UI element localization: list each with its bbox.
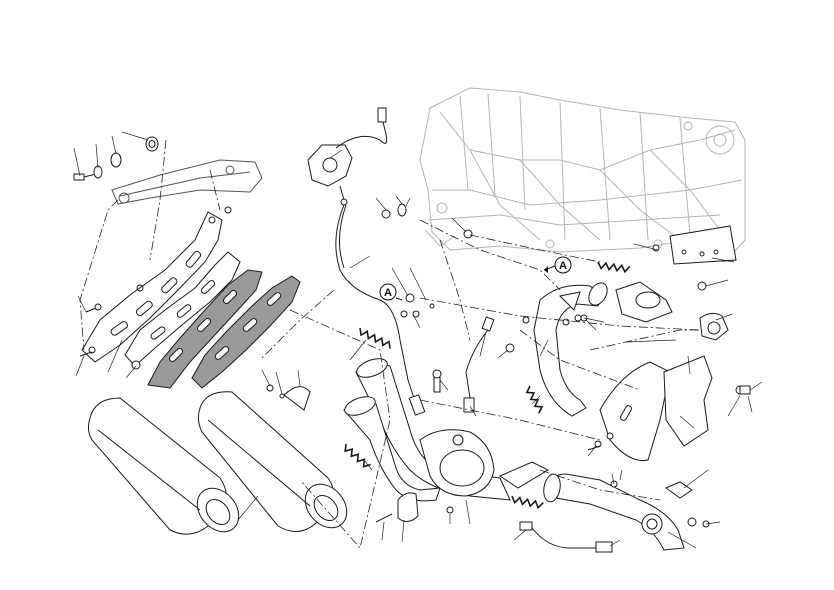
lower-heat-shield-right <box>663 355 751 447</box>
reference-marker-a-right: A <box>543 256 572 274</box>
exhaust-spring-4 <box>525 385 544 414</box>
exhaust-spring-3 <box>597 261 631 274</box>
exhaust-valve-actuator <box>307 107 388 206</box>
rear-header-pipe <box>533 282 608 417</box>
pulley-hardware <box>375 195 435 329</box>
swingarm-bracket <box>111 159 263 205</box>
center-bolts <box>432 369 471 525</box>
muffler-left <box>87 397 240 535</box>
reference-marker-letter: A <box>559 260 567 272</box>
heat-shield-inner <box>124 251 241 367</box>
mounting-hardware-stack <box>73 131 159 181</box>
upper-heat-shield <box>669 225 737 265</box>
exhaust-flange-clamp <box>580 281 729 341</box>
exhaust-spring-5 <box>511 495 544 510</box>
assembly-guide-lines <box>79 139 701 549</box>
reference-marker-a-left: A <box>379 283 403 301</box>
exhaust-collector <box>343 358 550 502</box>
front-header-pipe <box>543 473 685 551</box>
heat-shield-gasket-1 <box>147 269 263 389</box>
motorcycle-frame <box>419 87 746 263</box>
exhaust-spring-2 <box>344 443 371 468</box>
muffler-bracket <box>261 369 311 411</box>
oxygen-sensor-lower <box>519 521 613 553</box>
exhaust-spring-1 <box>359 327 391 349</box>
heat-shield-bolts <box>75 206 232 379</box>
lower-heat-shield-left <box>599 361 671 462</box>
right-side-fasteners <box>463 229 710 528</box>
muffler-right <box>197 391 348 532</box>
callout-leaders <box>329 149 763 549</box>
heat-shield-outer <box>81 211 223 363</box>
oxygen-sensor-upper <box>463 316 495 413</box>
valve-cover <box>375 492 419 543</box>
valve-cable <box>335 204 426 416</box>
reference-marker-letter: A <box>384 287 392 299</box>
heat-shield-gasket-2 <box>191 275 301 389</box>
